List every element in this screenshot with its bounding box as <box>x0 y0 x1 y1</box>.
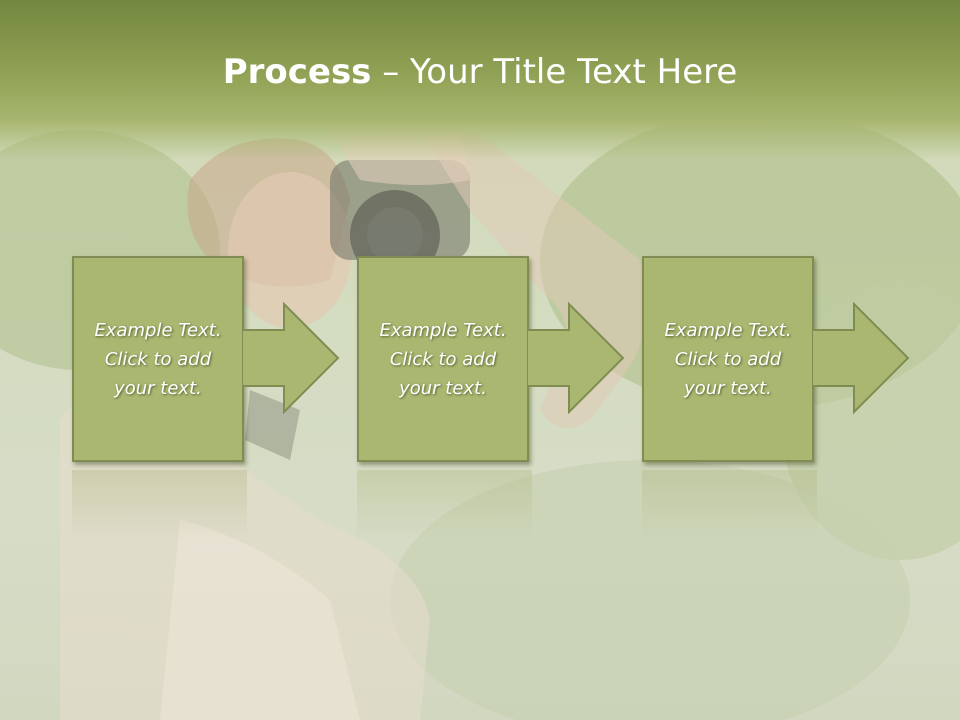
step-text-line: Example Text. <box>664 319 792 341</box>
step-reflection <box>642 470 817 540</box>
title-rest: – Your Title Text Here <box>371 52 738 92</box>
step-text: Example Text. Click to add your text. <box>648 316 808 403</box>
right-arrow-icon <box>812 302 910 414</box>
step-text-line: your text. <box>114 377 202 399</box>
step-box[interactable]: Example Text. Click to add your text. <box>642 256 814 462</box>
step-text-line: your text. <box>684 377 772 399</box>
step-reflection <box>72 470 247 540</box>
process-step-2: Example Text. Click to add your text. <box>357 256 627 466</box>
step-text-line: Example Text. <box>94 319 222 341</box>
step-text-line: Click to add <box>104 348 212 370</box>
slide-title[interactable]: Process – Your Title Text Here <box>0 52 960 92</box>
step-text: Example Text. Click to add your text. <box>78 316 238 403</box>
step-box[interactable]: Example Text. Click to add your text. <box>72 256 244 462</box>
step-text-line: Click to add <box>674 348 782 370</box>
step-box[interactable]: Example Text. Click to add your text. <box>357 256 529 462</box>
title-bold: Process <box>222 52 372 92</box>
step-text: Example Text. Click to add your text. <box>363 316 523 403</box>
step-text-line: your text. <box>399 377 487 399</box>
step-text-line: Example Text. <box>379 319 507 341</box>
header-band <box>0 0 960 160</box>
right-arrow-icon <box>242 302 340 414</box>
right-arrow-icon <box>527 302 625 414</box>
process-step-3: Example Text. Click to add your text. <box>642 256 912 466</box>
step-reflection <box>357 470 532 540</box>
step-text-line: Click to add <box>389 348 497 370</box>
process-step-1: Example Text. Click to add your text. <box>72 256 342 466</box>
